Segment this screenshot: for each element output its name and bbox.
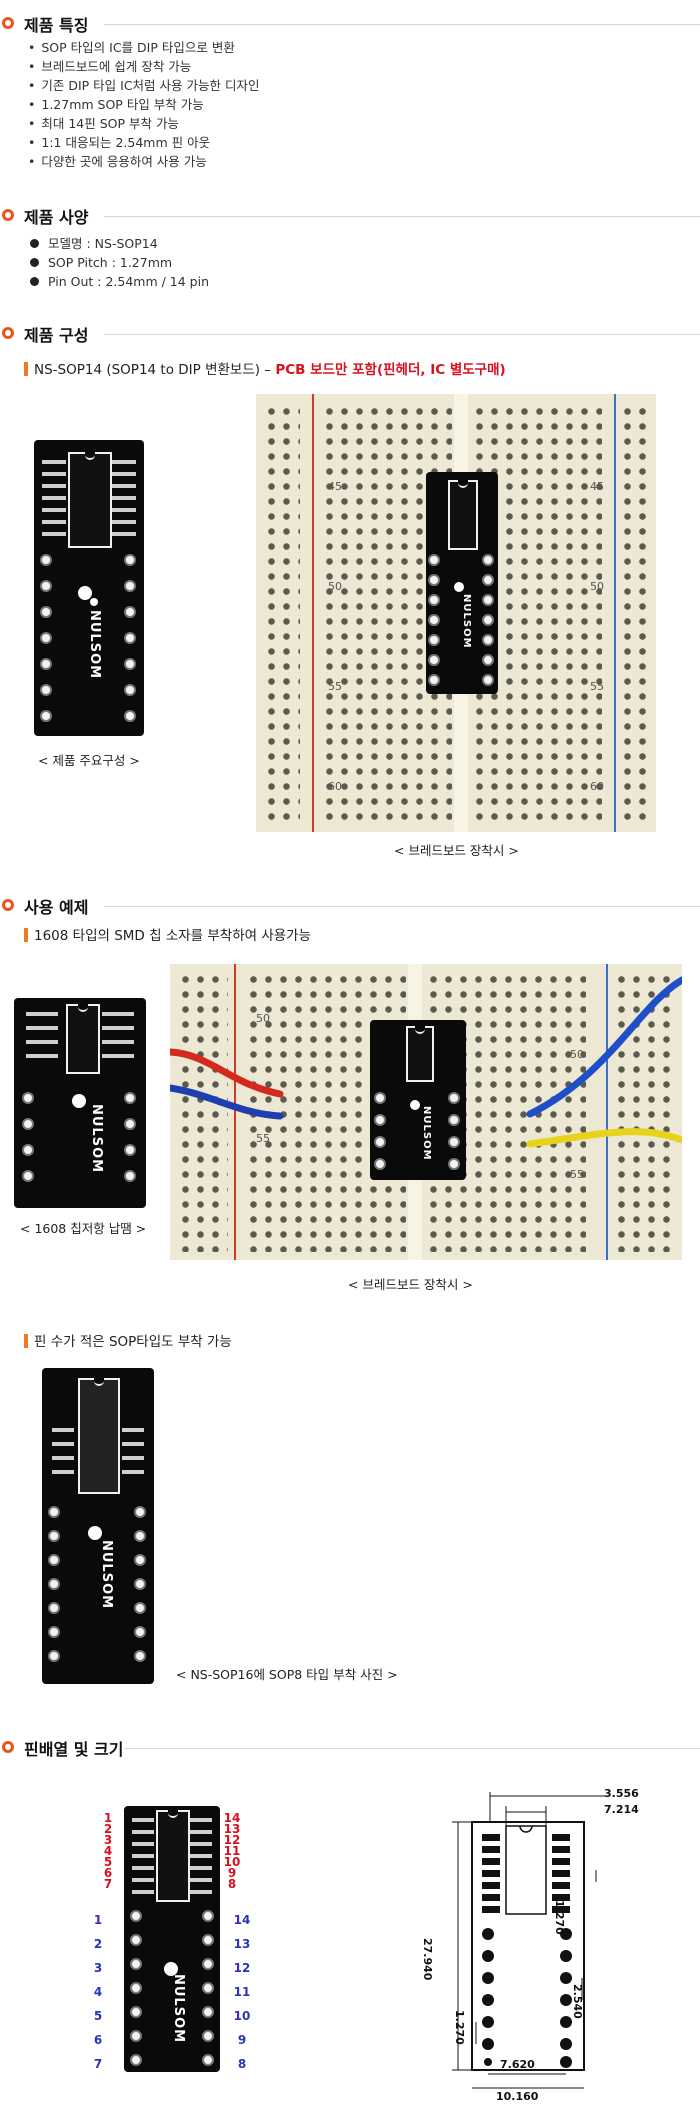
row-number: 50 (590, 580, 604, 593)
row-number: 55 (570, 1168, 584, 1181)
nulsom-logo: NULSOM (87, 610, 102, 680)
section-title: 사용 예제 (24, 898, 89, 917)
caption-product: < 제품 주요구성 > (38, 753, 140, 768)
orange-bar-icon (24, 928, 28, 942)
row-number: 50 (256, 1012, 270, 1025)
composition-subheading: NS-SOP14 (SOP14 to DIP 변환보드) – PCB 보드만 포… (24, 358, 506, 378)
dim-7214: 7.214 (604, 1803, 639, 1816)
row-number: 50 (570, 1048, 584, 1061)
caption-breadboard: < 브레드보드 장착시 > (394, 843, 519, 858)
orange-bar-icon (24, 362, 28, 376)
row-number: 45 (328, 480, 342, 493)
row-number: 45 (590, 480, 604, 493)
section-header-usage: 사용 예제 (0, 890, 700, 920)
section-title: 제품 구성 (24, 326, 89, 345)
dim-1270-top: 1.270 (553, 1900, 566, 1935)
divider (104, 216, 700, 217)
dim-7620: 7.620 (500, 2058, 535, 2071)
breadboard-photo-2: 50 55 50 55 NULSOM (170, 964, 682, 1260)
nulsom-logo: NULSOM (89, 1104, 104, 1174)
divider (104, 24, 700, 25)
pcb-on-breadboard: NULSOM (426, 472, 498, 694)
row-number: 55 (590, 680, 604, 693)
breadboard-photo: 45 50 55 60 45 50 55 60 NULSOM (256, 394, 656, 832)
pcb-sop8-photo: NULSOM (42, 1368, 154, 1684)
caption-breadboard-2: < 브레드보드 장착시 > (348, 1277, 473, 1292)
spec-item: 모델명 : NS-SOP14 (30, 234, 209, 253)
dim-2540: 2.540 (571, 1984, 584, 2019)
feature-item: 최대 14핀 SOP 부착 가능 (28, 114, 259, 133)
orange-bar-icon (24, 1334, 28, 1348)
spec-list: 모델명 : NS-SOP14 SOP Pitch : 1.27mm Pin Ou… (30, 234, 209, 291)
nulsom-logo: NULSOM (171, 1974, 186, 2044)
divider (104, 906, 700, 907)
usage-subheading-2: 핀 수가 적은 SOP타입도 부착 가능 (24, 1330, 232, 1350)
feature-item: 다양한 곳에 응용하여 사용 가능 (28, 152, 259, 171)
dim-10160: 10.160 (496, 2090, 539, 2103)
row-number: 50 (328, 580, 342, 593)
usage-line-2: 핀 수가 적은 SOP타입도 부착 가능 (34, 1334, 232, 1350)
divider (124, 1748, 700, 1749)
composition-line-red: PCB 보드만 포함(핀헤더, IC 별도구매) (275, 362, 506, 378)
row-number: 60 (590, 780, 604, 793)
row-number: 55 (256, 1132, 270, 1145)
nulsom-logo: NULSOM (461, 594, 472, 649)
pcb-1608-photo: NULSOM (14, 998, 146, 1208)
section-bullet-icon (2, 209, 14, 221)
jumper-wires (170, 976, 682, 1148)
feature-item: 1.27mm SOP 타입 부착 가능 (28, 95, 259, 114)
pcb-on-breadboard: NULSOM (370, 1020, 466, 1180)
section-header-composition: 제품 구성 (0, 318, 700, 348)
section-title: 제품 사양 (24, 208, 89, 227)
section-bullet-icon (2, 327, 14, 339)
feature-item: 브레드보드에 쉽게 장착 가능 (28, 57, 259, 76)
section-title: 핀배열 및 크기 (24, 1740, 124, 1759)
caption-1608: < 1608 칩저항 납땜 > (20, 1221, 147, 1236)
pinout-pcb: NULSOM (124, 1806, 220, 2072)
spec-item: SOP Pitch : 1.27mm (30, 253, 209, 272)
row-number: 60 (328, 780, 342, 793)
sop-ic-footprint (68, 452, 112, 548)
row-number: 55 (328, 680, 342, 693)
dimension-drawing (452, 1792, 610, 2089)
nulsom-logo: NULSOM (99, 1540, 114, 1610)
dim-27940: 27.940 (421, 1938, 434, 1981)
dim-1270-bottom: 1.270 (453, 2010, 466, 2045)
composition-line-black: NS-SOP14 (SOP14 to DIP 변환보드) – (34, 362, 272, 378)
section-header-specs: 제품 사양 (0, 200, 700, 230)
divider (104, 334, 700, 335)
feature-item: 1:1 대응되는 2.54mm 핀 아웃 (28, 133, 259, 152)
usage-subheading-1: 1608 타입의 SMD 칩 소자를 부착하여 사용가능 (24, 924, 311, 944)
spec-item: Pin Out : 2.54mm / 14 pin (30, 272, 209, 291)
section-header-pinout: 핀배열 및 크기 (0, 1732, 700, 1762)
dim-3556: 3.556 (604, 1787, 639, 1800)
feature-item: 기존 DIP 타입 IC처럼 사용 가능한 디자인 (28, 76, 259, 95)
section-header-features: 제품 특징 (0, 8, 700, 38)
feature-item: SOP 타입의 IC를 DIP 타입으로 변환 (28, 38, 259, 57)
product-pcb-photo: NULSOM (34, 440, 144, 736)
caption-sop8: < NS-SOP16에 SOP8 타입 부착 사진 > (176, 1667, 398, 1682)
section-bullet-icon (2, 899, 14, 911)
usage-line-1: 1608 타입의 SMD 칩 소자를 부착하여 사용가능 (34, 928, 312, 944)
section-bullet-icon (2, 1741, 14, 1753)
feature-list: SOP 타입의 IC를 DIP 타입으로 변환 브레드보드에 쉽게 장착 가능 … (28, 38, 259, 171)
section-bullet-icon (2, 17, 14, 29)
section-title: 제품 특징 (24, 16, 89, 35)
